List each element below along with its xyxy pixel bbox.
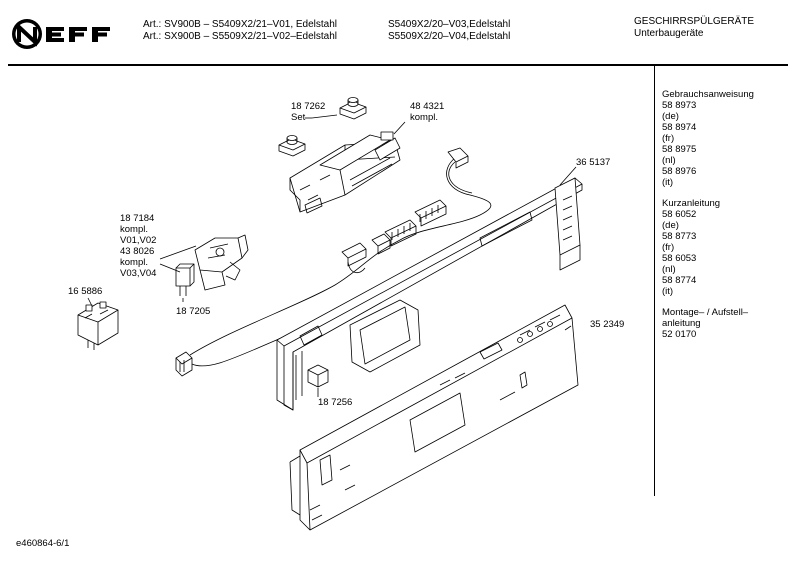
- part-label-187205: 18 7205: [176, 306, 211, 317]
- part-label-187184-l3: V01,V02: [120, 235, 157, 246]
- connector-block-1: [414, 199, 447, 227]
- article-line-1: Art.: SV900B – S5409X2/21–V01, Edelstahl: [143, 19, 338, 30]
- article-line-2: Art.: SX900B – S5509X2/21–V02–Edelstahl: [143, 31, 338, 42]
- manual-title: Gebrauchsanweisung: [662, 89, 754, 100]
- connector-small-bottom: [175, 351, 193, 377]
- manual-item: 58 8973: [662, 100, 697, 111]
- part-label-484321: 48 4321: [410, 101, 445, 112]
- short-manual-item: (fr): [662, 242, 675, 253]
- part-label-187184-l2: kompl.: [120, 224, 148, 235]
- leader-165886: [87, 297, 93, 307]
- part-label-365137: 36 5137: [576, 157, 611, 168]
- sidebar: Gebrauchsanweisung 58 8973 (de) 58 8974 …: [662, 89, 754, 350]
- leader-187262-a: [311, 114, 338, 119]
- connector-block-3: [371, 233, 391, 255]
- model-line-1: S5409X2/20–V03,Edelstahl: [388, 19, 511, 30]
- part-label-187256: 18 7256: [318, 397, 353, 408]
- cube-part: [307, 364, 329, 388]
- control-module: [289, 131, 401, 214]
- part-label-187262: 18 7262: [291, 101, 326, 112]
- subcategory-title: Unterbaugeräte: [634, 28, 704, 39]
- connector-top: [447, 147, 469, 169]
- manual-group: Gebrauchsanweisung 58 8973 (de) 58 8974 …: [662, 89, 754, 188]
- part-label-438026-l2: kompl.: [120, 257, 148, 268]
- leader-438026: [159, 263, 181, 273]
- short-manual-item: 58 6053: [662, 253, 697, 264]
- header-divider: [8, 64, 788, 66]
- cable-harness: [189, 157, 492, 356]
- mounting-number: 52 0170: [662, 329, 697, 340]
- manual-item: (it): [662, 177, 674, 188]
- connector-block-4: [341, 242, 367, 274]
- part-label-438026: 43 8026: [120, 246, 155, 257]
- leader-187184: [159, 245, 197, 260]
- relay: [77, 301, 119, 350]
- part-label-352349: 35 2349: [590, 319, 625, 330]
- short-manual-item: 58 8773: [662, 231, 697, 242]
- neff-logo: [12, 19, 110, 49]
- foot-part-left: [278, 135, 306, 157]
- manual-item: (de): [662, 111, 679, 122]
- control-panel: [289, 299, 579, 531]
- short-manual-item: 58 6052: [662, 209, 697, 220]
- part-label-165886: 16 5886: [68, 286, 103, 297]
- manual-item: 58 8975: [662, 144, 697, 155]
- short-manual-item: 58 8774: [662, 275, 697, 286]
- document-id: e460864-6/1: [16, 538, 70, 549]
- part-label-438026-l3: V03,V04: [120, 268, 157, 279]
- manual-item: (fr): [662, 133, 675, 144]
- panel-strip: [276, 177, 583, 411]
- mounting-group: Montage– / Aufstell– anleitung 52 0170: [662, 307, 754, 340]
- sidebar-divider: [654, 66, 655, 496]
- short-manual-item: (nl): [662, 264, 676, 275]
- leader-352349: [564, 325, 572, 331]
- manual-item: 58 8974: [662, 122, 697, 133]
- short-manual-item: (it): [662, 286, 674, 297]
- model-line-2: S5509X2/20–V04,Edelstahl: [388, 31, 511, 42]
- leader-365137: [559, 166, 577, 186]
- part-label-187262-set: Set: [291, 112, 306, 123]
- cable-harness-2: [448, 161, 473, 194]
- door-switch: [194, 234, 249, 291]
- mounting-title-2: anleitung: [662, 318, 701, 329]
- small-switch: [175, 263, 195, 296]
- short-manual-item: (de): [662, 220, 679, 231]
- category-title: GESCHIRRSPÜLGERÄTE: [634, 16, 755, 27]
- manual-item: (nl): [662, 155, 676, 166]
- part-label-484321-sub: kompl.: [410, 112, 438, 123]
- leader-484321: [393, 121, 406, 135]
- manual-item: 58 8976: [662, 166, 697, 177]
- short-manual-group: Kurzanleitung 58 6052 (de) 58 8773 (fr) …: [662, 198, 754, 297]
- connector-block-2: [384, 219, 417, 247]
- part-label-187184: 18 7184: [120, 213, 155, 224]
- mounting-title-1: Montage– / Aufstell–: [662, 307, 749, 318]
- foot-part-right: [339, 97, 367, 120]
- short-manual-title: Kurzanleitung: [662, 198, 721, 209]
